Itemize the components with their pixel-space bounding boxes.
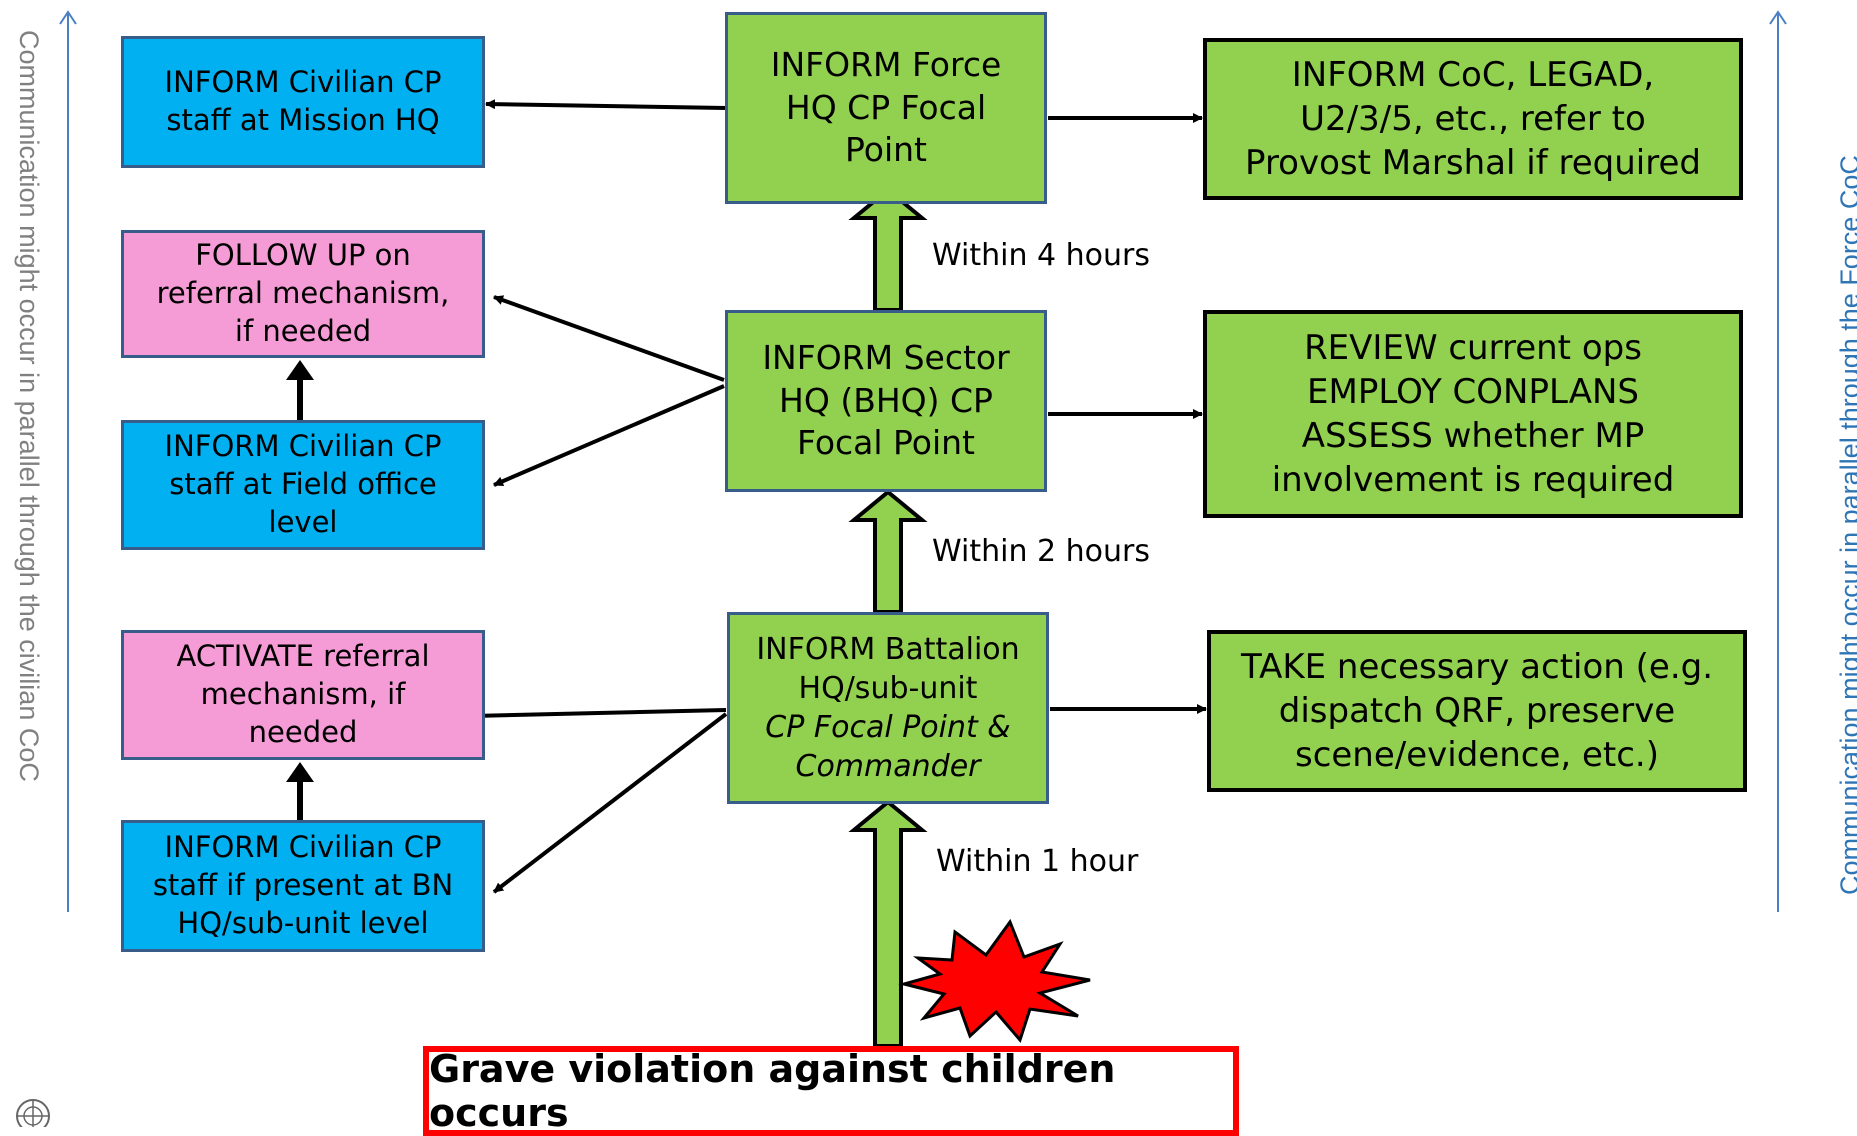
civilian-field-office-box: INFORM Civilian CP staff at Field office…	[121, 420, 485, 550]
inform-coc-line-2: U2/3/5, etc., refer to	[1300, 98, 1646, 139]
battalion-hq-box: INFORM Battalion HQ/sub-unit CP Focal Po…	[727, 612, 1049, 804]
inform-coc-box: INFORM CoC, LEGAD, U2/3/5, etc., refer t…	[1203, 38, 1743, 200]
review-line-4: involvement is required	[1271, 460, 1675, 501]
civilian-field-office-line-1: INFORM Civilian CP	[164, 429, 442, 464]
take-action-line-2: dispatch QRF, preserve	[1278, 690, 1676, 731]
arrow-force-to-mission-hq	[485, 99, 727, 110]
right-up-arrow	[1769, 10, 1787, 912]
follow-up-line-2: referral mechanism,	[156, 276, 450, 311]
battalion-line-4: Commander	[795, 749, 981, 784]
sector-hq-line-1: INFORM Sector	[762, 337, 1010, 377]
take-action-line-3: scene/evidence, etc.)	[1294, 735, 1660, 776]
civilian-bn-line-2: staff if present at BN	[152, 868, 454, 903]
activate-referral-line-2: mechanism, if	[200, 677, 406, 712]
follow-up-line-1: FOLLOW UP on	[195, 238, 411, 273]
grave-violation-box: Grave violation against children occurs	[423, 1046, 1239, 1136]
civilian-bn-line-1: INFORM Civilian CP	[164, 830, 442, 865]
explosion-icon	[898, 918, 1091, 1044]
battalion-line-2: HQ/sub-unit	[798, 671, 978, 706]
inform-coc-line-1: INFORM CoC, LEGAD,	[1291, 54, 1655, 95]
sector-hq-line-3: Focal Point	[797, 423, 975, 463]
take-action-box: TAKE necessary action (e.g. dispatch QRF…	[1207, 630, 1747, 792]
civilian-field-office-line-3: level	[268, 504, 338, 539]
sector-hq-focal-point-box: INFORM Sector HQ (BHQ) CP Focal Point	[725, 310, 1047, 492]
review-line-1: REVIEW current ops	[1304, 327, 1642, 368]
up-arrow-within-4h	[848, 187, 928, 312]
force-hq-line-3: Point	[845, 130, 927, 170]
arrow-battalion-to-civilian-bn	[492, 712, 728, 894]
arrow-sector-to-field-office	[493, 384, 725, 487]
up-arrow-within-1h	[848, 799, 928, 1048]
force-hq-line-2: HQ CP Focal	[785, 87, 987, 127]
force-hq-focal-point-box: INFORM Force HQ CP Focal Point	[725, 12, 1047, 204]
activate-referral-line-3: needed	[248, 714, 358, 749]
civilian-bn-line-3: HQ/sub-unit level	[177, 905, 429, 940]
logo-icon	[16, 1099, 50, 1127]
grave-violation-text: Grave violation against children occurs	[429, 1047, 1116, 1135]
timing-within-4-hours: Within 4 hours	[932, 238, 1150, 273]
civilian-mission-hq-line-2: staff at Mission HQ	[166, 103, 440, 137]
battalion-line-3: CP Focal Point &	[765, 710, 1011, 745]
take-action-line-1: TAKE necessary action (e.g.	[1240, 646, 1714, 687]
follow-up-line-3: if needed	[234, 313, 372, 348]
arrow-sector-to-follow-up	[493, 295, 725, 382]
activate-referral-box: ACTIVATE referral mechanism, if needed	[121, 630, 485, 760]
left-up-arrow	[59, 10, 77, 912]
civilian-mission-hq-box: INFORM Civilian CP staff at Mission HQ	[121, 36, 485, 168]
civilian-mission-hq-line-1: INFORM Civilian CP	[164, 65, 442, 100]
review-line-2: EMPLOY CONPLANS	[1307, 371, 1639, 412]
review-line-3: ASSESS whether MP	[1301, 416, 1645, 456]
timing-within-1-hour: Within 1 hour	[936, 844, 1139, 879]
civilian-field-office-line-2: staff at Field office	[169, 467, 437, 502]
up-arrow-within-2h	[848, 489, 928, 614]
follow-up-referral-box: FOLLOW UP on referral mechanism, if need…	[121, 230, 485, 358]
activate-referral-line-1: ACTIVATE referral	[176, 639, 430, 674]
civilian-bn-box: INFORM Civilian CP staff if present at B…	[121, 820, 485, 952]
arrow-battalion-to-referral	[471, 708, 727, 721]
battalion-line-1: INFORM Battalion	[756, 632, 1020, 667]
inform-coc-line-3: Provost Marshal if required	[1245, 143, 1701, 184]
timing-within-2-hours: Within 2 hours	[932, 534, 1150, 569]
review-ops-box: REVIEW current ops EMPLOY CONPLANS ASSES…	[1203, 310, 1743, 518]
sector-hq-line-2: HQ (BHQ) CP	[779, 380, 993, 420]
force-hq-line-1: INFORM Force	[770, 44, 1002, 84]
